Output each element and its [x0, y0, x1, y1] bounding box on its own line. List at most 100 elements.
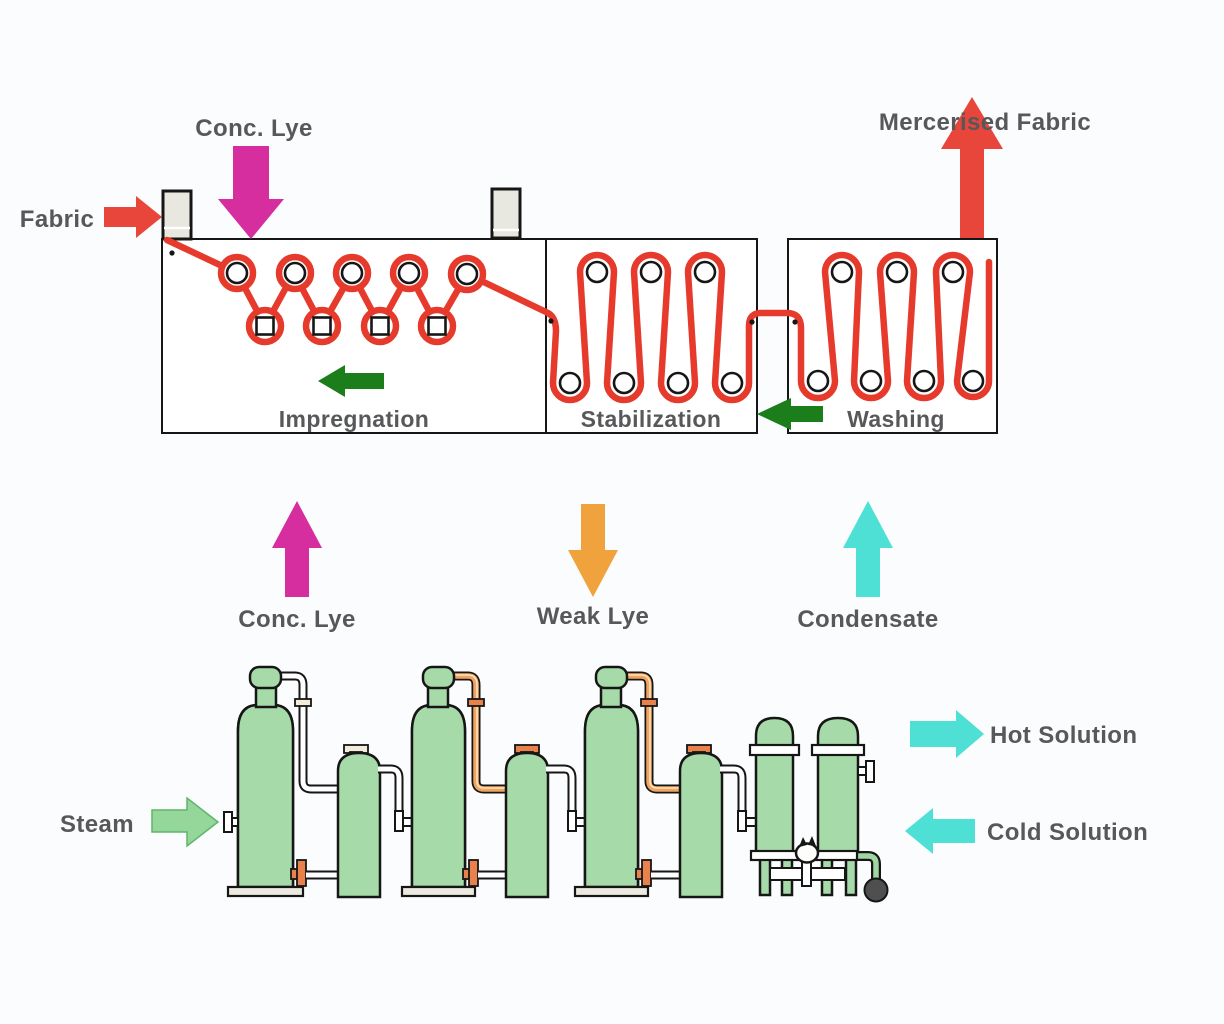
heat-exchanger-unit — [748, 716, 889, 903]
top-roller — [283, 261, 307, 285]
impregnation-label: Impregnation — [279, 406, 429, 432]
lye-recovery-plant: Steam — [60, 665, 1148, 903]
pump-ball — [863, 877, 889, 903]
top-roller — [585, 260, 609, 284]
squeeze-roller — [255, 316, 275, 336]
conc-lye-in-arrow — [218, 146, 284, 239]
bottom-roller — [806, 369, 830, 393]
squeeze-roller — [370, 316, 390, 336]
conc-lye-up-arrow — [272, 501, 322, 597]
bottom-roller — [912, 369, 936, 393]
condensate-label: Condensate — [797, 606, 938, 633]
top-roller — [225, 261, 249, 285]
transfer-arrows: Conc. Lye Weak Lye Condensate — [238, 501, 938, 633]
fabric-path-impregnation — [163, 236, 471, 330]
top-roller — [830, 260, 854, 284]
bottom-roller — [720, 371, 744, 395]
bottom-roller — [666, 371, 690, 395]
stabilization-label: Stabilization — [581, 406, 722, 432]
bottom-collar — [811, 849, 859, 862]
connector-flange — [394, 810, 404, 832]
stand-leg — [844, 856, 858, 897]
top-collar — [810, 743, 866, 757]
pump-arrow-doodle — [799, 837, 807, 847]
guide-dot — [548, 318, 554, 324]
squeeze-roller — [427, 316, 447, 336]
drain-valve — [641, 859, 652, 887]
top-roller — [397, 261, 421, 285]
guide-dot — [169, 250, 175, 256]
stand-leg — [758, 856, 772, 897]
connector-stem — [745, 817, 757, 827]
padder-left — [161, 189, 193, 241]
mercerizing-range: Impregnation Stabilization Washing — [161, 187, 998, 434]
circulation-pump — [794, 842, 820, 864]
impregnation-rollers — [217, 253, 487, 346]
bottom-collar — [749, 849, 800, 862]
hot-solution-arrow — [910, 710, 984, 758]
stabilization-rollers — [558, 260, 744, 395]
evaporator-unit-2 — [400, 665, 586, 899]
evaporator-cap — [594, 665, 629, 690]
evaporator-unit-1 — [223, 665, 413, 899]
impregnation-direction-arrow — [318, 365, 384, 397]
condensate-up-arrow — [843, 501, 893, 597]
fabric-label: Fabric — [20, 206, 94, 233]
washing-label: Washing — [847, 406, 945, 432]
top-roller — [455, 262, 479, 286]
pump-arrow-doodle — [808, 836, 816, 846]
connector-flange — [567, 810, 577, 832]
cold-solution-label: Cold Solution — [987, 819, 1148, 846]
evaporator-cap — [421, 665, 456, 690]
drain-valve — [296, 859, 307, 887]
base-plate — [400, 885, 477, 898]
conc-lye-bottom-label: Conc. Lye — [238, 606, 355, 633]
exchanger-column-right — [816, 716, 860, 854]
connector-flange — [737, 810, 747, 832]
top-roller — [941, 260, 965, 284]
squeeze-roller — [312, 316, 332, 336]
hot-solution-label: Hot Solution — [990, 722, 1137, 749]
steam-label: Steam — [60, 811, 134, 838]
guide-dot — [792, 319, 798, 325]
evaporator-unit-3 — [573, 665, 757, 899]
bottom-pipe-flange — [801, 861, 812, 887]
washing-rollers — [806, 260, 985, 393]
washing-direction-arrow — [757, 398, 823, 430]
pipe-flange — [640, 698, 658, 707]
fabric-path-stabilization-washing — [463, 251, 993, 404]
pipe-flange — [467, 698, 485, 707]
bottom-roller — [558, 371, 582, 395]
evaporator-cap — [248, 665, 283, 690]
fabric-in-arrow — [104, 196, 162, 238]
connector-stem — [575, 817, 586, 827]
pipe-flange — [294, 698, 312, 707]
bottom-roller — [859, 369, 883, 393]
weak-lye-down-arrow — [568, 504, 618, 597]
top-roller — [693, 260, 717, 284]
separator-vessel — [336, 751, 382, 899]
top-roller — [340, 261, 364, 285]
mercerised-fabric-label: Mercerised Fabric — [879, 109, 1091, 136]
steam-inlet-stem — [231, 817, 239, 827]
weak-lye-label: Weak Lye — [537, 603, 650, 630]
drain-valve — [468, 859, 479, 887]
top-roller — [885, 260, 909, 284]
side-flange — [865, 760, 875, 783]
steam-in-arrow — [151, 796, 220, 848]
conc-lye-top-label: Conc. Lye — [195, 115, 312, 142]
separator-vessel — [678, 751, 724, 899]
guide-dot — [749, 319, 755, 325]
base-plate — [226, 885, 305, 898]
separator-vessel — [504, 751, 550, 899]
exchanger-column-left — [754, 716, 795, 854]
bottom-roller — [612, 371, 636, 395]
connector-stem — [402, 817, 413, 827]
top-flow-arrows: Fabric Conc. Lye Mercerised Fabric — [20, 97, 1091, 239]
bottom-roller — [961, 369, 985, 393]
cold-solution-arrow — [905, 808, 975, 854]
top-collar — [748, 743, 801, 757]
steam-inlet-flange — [223, 811, 233, 833]
padder-right — [490, 187, 522, 240]
